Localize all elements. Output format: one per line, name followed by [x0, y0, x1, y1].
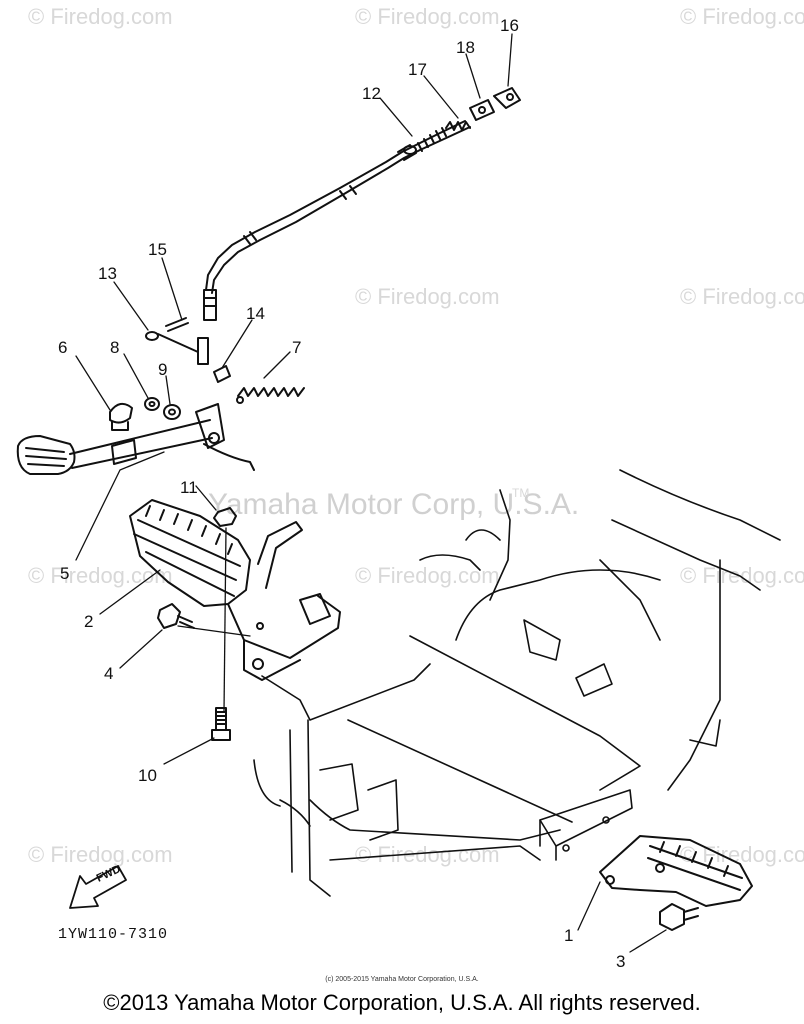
- watermark: © Firedog.com: [680, 563, 804, 588]
- callout-3: 3: [616, 952, 626, 971]
- cable-joint: [469, 99, 495, 121]
- forward-arrow: [69, 865, 127, 909]
- callout-15: 15: [148, 240, 167, 259]
- washer: [163, 404, 181, 420]
- footrest-bolt: [659, 903, 699, 931]
- watermark: © Firedog.com: [680, 4, 804, 29]
- pedal-cap: [109, 402, 133, 431]
- callout-10: 10: [138, 766, 157, 785]
- cable-clip: [493, 87, 521, 109]
- callout-7: 7: [292, 338, 302, 357]
- watermark: © Firedog.com: [355, 563, 500, 588]
- watermark: © Firedog.com: [28, 4, 173, 29]
- nut: [213, 507, 237, 527]
- leader-lines: [75, 33, 667, 953]
- brake-cable: [203, 120, 471, 321]
- yamaha-watermark: Yamaha Motor Corp, U.S.A.: [208, 488, 580, 521]
- watermark: © Firedog.com: [355, 4, 500, 29]
- clevis-pin: [145, 317, 231, 383]
- callout-9: 9: [158, 360, 168, 379]
- callout-12: 12: [362, 84, 381, 103]
- return-spring: [236, 387, 305, 404]
- diagram-code: 1YW110-7310: [58, 926, 169, 943]
- callout-5: 5: [60, 564, 70, 583]
- watermark: © Firedog.com: [680, 284, 804, 309]
- copyright-footer: ©2013 Yamaha Motor Corporation, U.S.A. A…: [103, 990, 701, 1015]
- callout-4: 4: [104, 664, 114, 683]
- left-footrest: [129, 499, 341, 681]
- callout-1: 1: [564, 926, 574, 945]
- callout-6: 6: [58, 338, 68, 357]
- callout-2: 2: [84, 612, 94, 631]
- washer: [144, 397, 160, 411]
- brake-pedal: [16, 403, 255, 475]
- callout-18: 18: [456, 38, 475, 57]
- footrest-bolt: [157, 603, 195, 629]
- callout-14: 14: [246, 304, 265, 323]
- callout-17: 17: [408, 60, 427, 79]
- callout-13: 13: [98, 264, 117, 283]
- cable-spring: [445, 121, 471, 131]
- callout-11: 11: [180, 478, 198, 497]
- tm-mark: TM: [512, 486, 530, 500]
- watermark: © Firedog.com: [355, 842, 500, 867]
- right-footrest: [599, 835, 753, 907]
- watermark: © Firedog.com: [28, 563, 173, 588]
- callout-16: 16: [500, 16, 519, 35]
- callout-8: 8: [110, 338, 120, 357]
- frame: [253, 469, 781, 897]
- bolt: [211, 707, 231, 741]
- watermark: © Firedog.com: [355, 284, 500, 309]
- watermark: © Firedog.com: [28, 842, 173, 867]
- small-copyright: (c) 2005-2015 Yamaha Motor Corporation, …: [325, 976, 479, 983]
